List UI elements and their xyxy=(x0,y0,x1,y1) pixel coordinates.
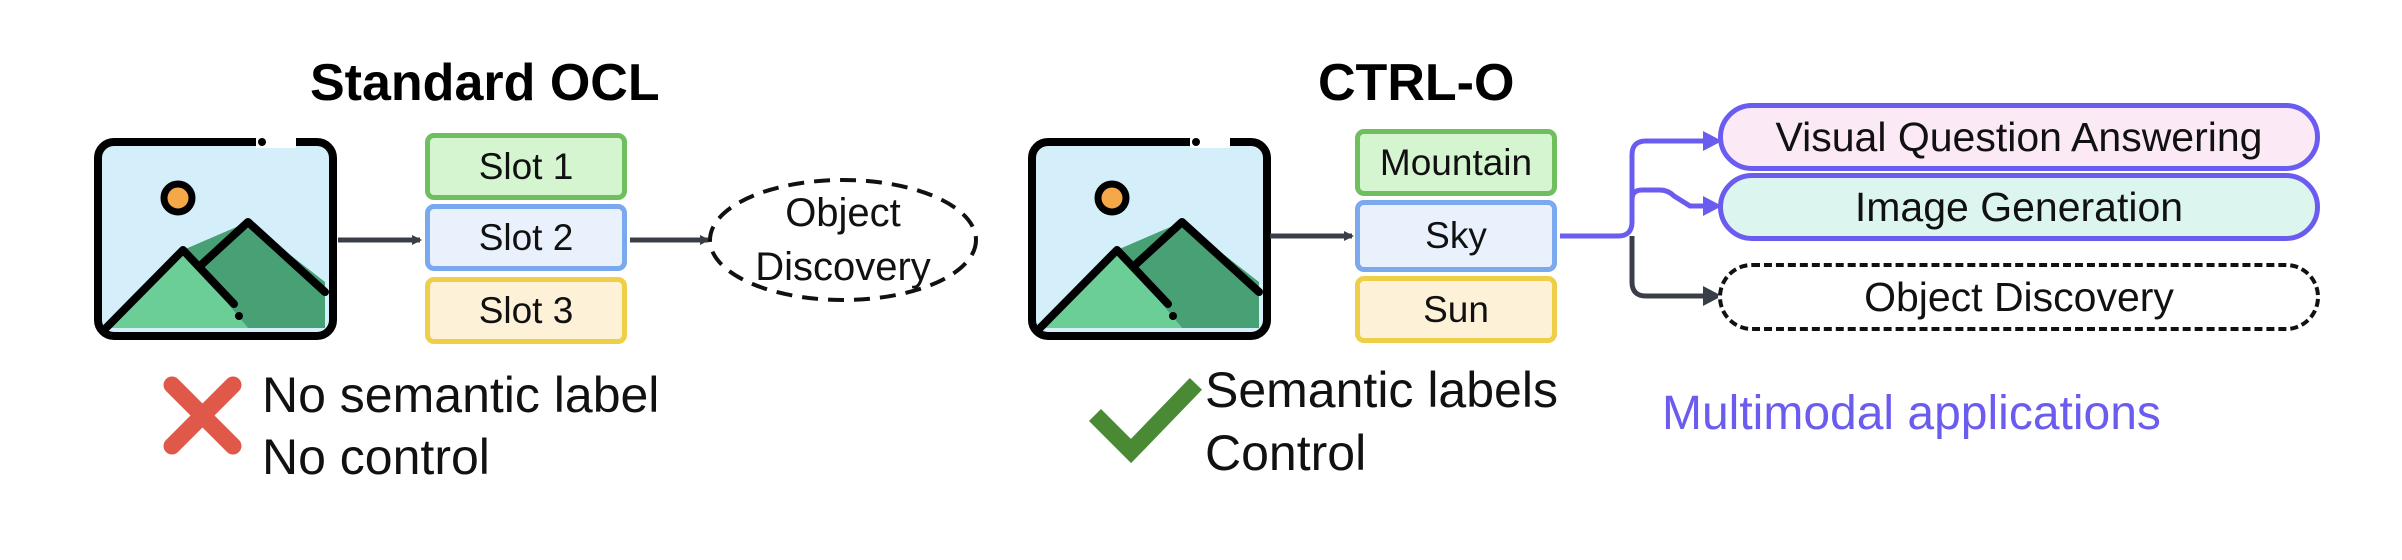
ctrl-o-title: CTRL-O xyxy=(1318,54,1515,112)
object-discovery-line1: Object xyxy=(785,191,901,235)
slot-sky: Sky xyxy=(1355,200,1557,272)
branch-connectors xyxy=(1560,131,1722,306)
app-object-discovery: Object Discovery xyxy=(1718,263,2320,331)
slot-2: Slot 2 xyxy=(425,204,627,271)
app-image-generation: Image Generation xyxy=(1718,173,2320,241)
image-icon xyxy=(1028,136,1271,340)
image-icon xyxy=(94,136,337,340)
slot-sun: Sun xyxy=(1355,276,1557,343)
object-discovery-line2: Discovery xyxy=(755,245,931,289)
object-discovery-label: Object Discovery xyxy=(713,186,973,294)
cross-icon xyxy=(163,376,242,455)
slot-mountain: Mountain xyxy=(1355,129,1557,196)
semantic-labels-text: Semantic labels xyxy=(1205,362,1558,418)
object-discovery-oval xyxy=(708,178,978,302)
standard-ocl-title: Standard OCL xyxy=(310,54,660,112)
slot-1: Slot 1 xyxy=(425,133,627,200)
app-visual-question-answering: Visual Question Answering xyxy=(1718,103,2320,171)
multimodal-applications-caption: Multimodal applications xyxy=(1662,387,2161,440)
check-icon xyxy=(1088,377,1203,464)
slot-3: Slot 3 xyxy=(425,277,627,344)
control-text: Control xyxy=(1205,425,1367,481)
no-control-text: No control xyxy=(262,429,490,485)
no-semantic-label-text: No semantic label xyxy=(262,367,660,423)
